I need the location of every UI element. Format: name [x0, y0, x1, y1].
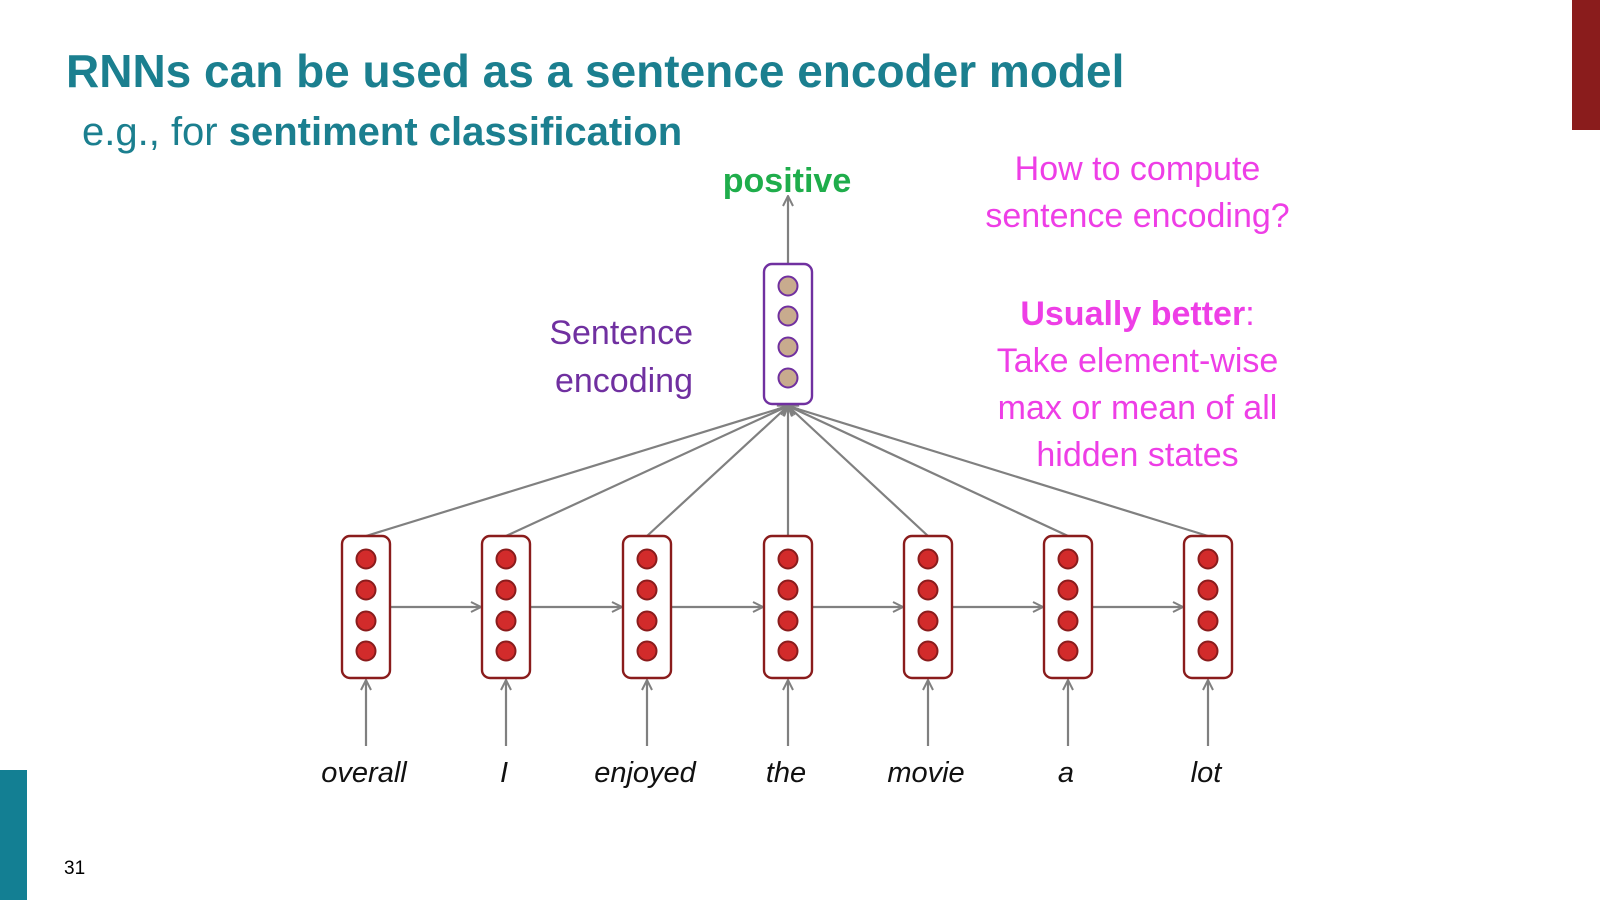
- diagram-edges: [366, 196, 1208, 746]
- answer-heading: Usually better:: [955, 291, 1320, 338]
- input-word: lot: [1191, 757, 1224, 789]
- hidden-unit-node: [636, 610, 658, 632]
- hidden-unit-node: [1057, 610, 1079, 632]
- top-right-accent-bar: [1572, 0, 1600, 130]
- pooling-arrow: [365, 406, 788, 538]
- encoding-unit-node: [777, 367, 799, 389]
- bottom-left-accent-bar: [0, 770, 27, 900]
- input-word: enjoyed: [594, 757, 696, 789]
- hidden-unit-node: [777, 579, 799, 601]
- hidden-unit-node: [495, 610, 517, 632]
- pooling-arrow: [505, 406, 788, 537]
- hidden-unit-node: [917, 610, 939, 632]
- hidden-state-box: [1042, 534, 1094, 680]
- hidden-state-box: [340, 534, 392, 680]
- input-word: movie: [887, 757, 964, 789]
- hidden-unit-node: [917, 579, 939, 601]
- hidden-state-box: [621, 534, 673, 680]
- hidden-unit-node: [355, 640, 377, 662]
- answer-line1: Take element-wise: [996, 342, 1279, 380]
- hidden-state-box: [1182, 534, 1234, 680]
- hidden-unit-node: [636, 548, 658, 570]
- hidden-unit-node: [777, 610, 799, 632]
- input-word: the: [766, 757, 806, 789]
- hidden-unit-node: [1057, 548, 1079, 570]
- question-line1: How to compute: [1014, 150, 1261, 188]
- hidden-unit-node: [777, 640, 799, 662]
- subtitle-prefix: e.g., for: [82, 110, 229, 154]
- hidden-unit-node: [355, 579, 377, 601]
- hidden-unit-node: [1197, 579, 1219, 601]
- encoding-unit-node: [777, 336, 799, 358]
- input-word: overall: [321, 757, 408, 789]
- hidden-unit-node: [1057, 579, 1079, 601]
- subtitle-bold: sentiment classification: [228, 110, 683, 154]
- hidden-unit-node: [495, 579, 517, 601]
- hidden-unit-node: [917, 640, 939, 662]
- question-note: How to compute sentence encoding?: [955, 146, 1320, 240]
- hidden-unit-node: [355, 610, 377, 632]
- answer-line3: hidden states: [1036, 436, 1239, 474]
- hidden-unit-node: [636, 640, 658, 662]
- input-word: a: [1058, 757, 1074, 789]
- pooling-arrow: [788, 406, 929, 537]
- hidden-unit-node: [1197, 610, 1219, 632]
- answer-colon: :: [1245, 295, 1255, 333]
- hidden-unit-node: [636, 579, 658, 601]
- hidden-unit-node: [1057, 640, 1079, 662]
- hidden-unit-node: [777, 548, 799, 570]
- answer-line2: max or mean of all: [997, 389, 1278, 427]
- output-label: positive: [723, 162, 851, 200]
- question-line2: sentence encoding?: [985, 197, 1290, 235]
- encoding-unit-node: [777, 275, 799, 297]
- hidden-state-box: [762, 534, 814, 680]
- hidden-state-box: [902, 534, 954, 680]
- pooling-arrow: [788, 406, 1069, 537]
- hidden-unit-node: [1197, 640, 1219, 662]
- pooling-arrow: [646, 406, 788, 537]
- encoding-label-line2: encoding: [555, 362, 693, 400]
- hidden-unit-node: [355, 548, 377, 570]
- hidden-unit-node: [495, 548, 517, 570]
- answer-note: Usually better: Take element-wise max or…: [955, 291, 1320, 479]
- hidden-unit-node: [495, 640, 517, 662]
- hidden-unit-node: [917, 548, 939, 570]
- page-number: 31: [64, 858, 86, 879]
- answer-bold: Usually better: [1020, 295, 1246, 333]
- slide-subtitle: e.g., for sentiment classification: [82, 110, 682, 155]
- hidden-unit-node: [1197, 548, 1219, 570]
- sentence-encoding-box: [762, 262, 814, 406]
- encoding-label-line1: Sentence: [549, 314, 693, 352]
- encoding-unit-node: [777, 305, 799, 327]
- input-word: I: [500, 757, 508, 789]
- pooling-arrow: [788, 406, 1209, 538]
- diagram-nodes: [340, 262, 1234, 680]
- hidden-state-box: [480, 534, 532, 680]
- slide-title: RNNs can be used as a sentence encoder m…: [66, 45, 1125, 97]
